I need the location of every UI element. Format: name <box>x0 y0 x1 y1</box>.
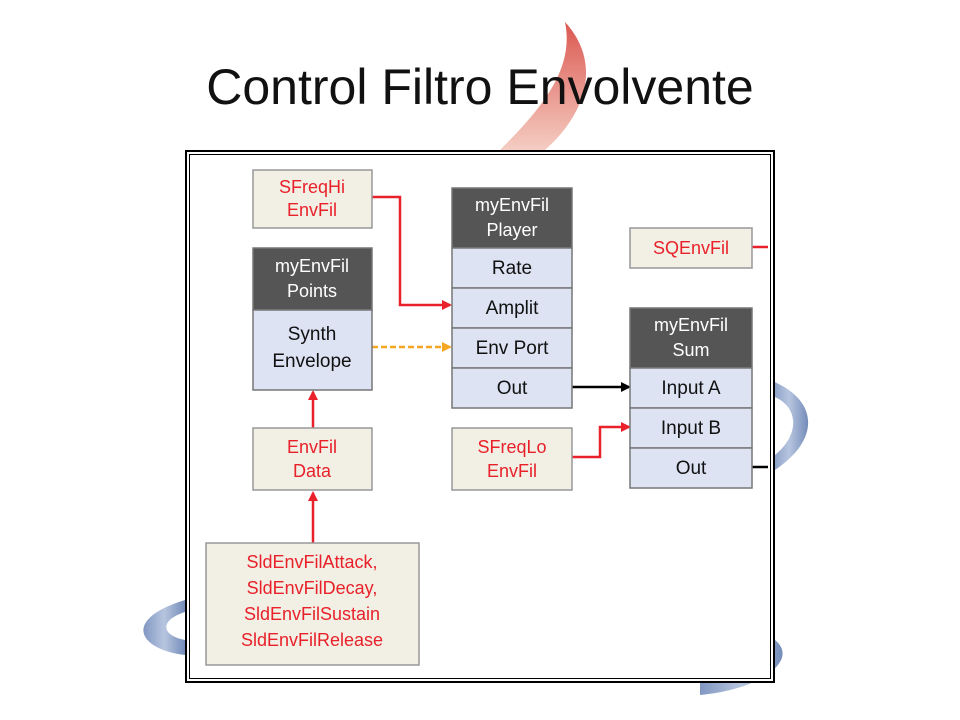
sld-node: SldEnvFilAttack, SldEnvFilDecay, SldEnvF… <box>205 542 420 666</box>
sld-sustain: SldEnvFilSustain <box>244 604 380 624</box>
points-header-line1: myEnvFil <box>275 256 349 276</box>
sum-port-input-b: Input B <box>661 418 721 439</box>
sfreqlo-line1: SFreqLo <box>477 437 546 457</box>
sum-port-out: Out <box>676 458 707 479</box>
sfreqlo-to-input-b-arrow <box>572 422 631 459</box>
sfreqhi-node: SFreqHi EnvFil <box>252 169 373 229</box>
blue-swoosh-upper <box>770 380 809 470</box>
points-port-synth: Synth <box>288 324 337 345</box>
player-node: myEnvFil Player Rate Amplit Env Port Out <box>451 187 573 409</box>
envdata-line2: Data <box>293 461 332 481</box>
sld-release: SldEnvFilRelease <box>241 630 383 650</box>
points-header-line2: Points <box>287 281 337 301</box>
sum-port-input-a: Input A <box>661 378 720 399</box>
player-header-line1: myEnvFil <box>475 195 549 215</box>
sqenvfil-node: SQEnvFil <box>629 227 753 269</box>
sfreqhi-line1: SFreqHi <box>279 177 345 197</box>
envdata-node: EnvFil Data <box>252 427 373 491</box>
sfreqhi-line2: EnvFil <box>287 200 337 220</box>
player-port-out: Out <box>497 378 528 399</box>
sfreqlo-node: SFreqLo EnvFil <box>451 427 573 491</box>
red-swoosh-decoration <box>500 22 587 150</box>
sld-attack: SldEnvFilAttack, <box>246 552 377 572</box>
sfreqlo-line2: EnvFil <box>487 461 537 481</box>
points-port-envelope: Envelope <box>272 351 351 372</box>
sfreqhi-to-amplit-arrow <box>372 195 452 310</box>
player-header-line2: Player <box>486 220 537 240</box>
player-port-amplit: Amplit <box>486 298 540 319</box>
sum-header-line1: myEnvFil <box>654 315 728 335</box>
slide-title: Control Filtro Envolvente <box>206 59 754 115</box>
blue-swoosh-lower <box>143 600 185 655</box>
sqenvfil-label: SQEnvFil <box>653 238 729 258</box>
sld-decay: SldEnvFilDecay, <box>247 578 378 598</box>
player-port-rate: Rate <box>492 258 532 279</box>
sum-header-line2: Sum <box>672 340 709 360</box>
sum-node: myEnvFil Sum Input A Input B Out <box>629 307 753 489</box>
connectors <box>308 195 768 543</box>
envdata-line1: EnvFil <box>287 437 337 457</box>
points-node: myEnvFil Points Synth Envelope <box>252 247 373 391</box>
player-port-env: Env Port <box>476 338 550 359</box>
